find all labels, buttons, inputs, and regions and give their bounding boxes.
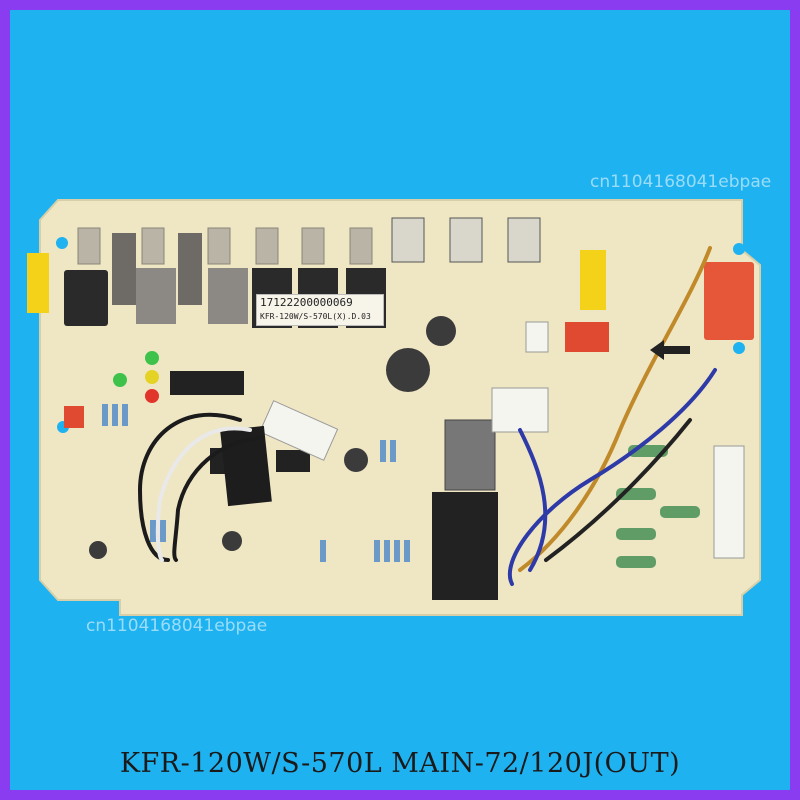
orange-capacitor	[704, 262, 754, 340]
watermark-top: cn1104168041ebpae	[590, 172, 772, 192]
electrolytic-capacitor	[344, 448, 368, 472]
yellow-connector	[580, 250, 606, 310]
yellow-connector	[27, 253, 49, 313]
heatsink	[444, 419, 496, 491]
ic-chip	[276, 450, 310, 472]
red-connector	[64, 406, 84, 428]
led-yellow	[145, 370, 159, 384]
electrolytic-capacitor	[89, 541, 107, 559]
electrolytic-capacitor	[386, 348, 430, 392]
wires	[137, 246, 717, 586]
watermark-bottom: cn1104168041ebpae	[86, 616, 268, 636]
electrolytic-capacitor	[222, 531, 242, 551]
mounting-hole	[733, 342, 745, 354]
red-connector	[565, 322, 609, 352]
black-connector	[220, 425, 272, 507]
terminal-blocks	[391, 217, 541, 263]
sticker-model: KFR-120W/S-570L(X).D.03	[260, 312, 371, 321]
white-connector	[713, 445, 745, 559]
relay	[136, 268, 176, 324]
ic-chip	[170, 371, 244, 395]
led-green	[145, 351, 159, 365]
relay	[208, 268, 248, 324]
resistors	[102, 404, 410, 562]
arrow-marking	[650, 340, 690, 360]
white-connector	[491, 387, 549, 433]
mounting-hole	[733, 243, 745, 255]
sticker-serial: 17122200000069	[260, 296, 353, 309]
transformer	[432, 492, 498, 600]
relay	[112, 233, 136, 305]
relay	[178, 233, 202, 305]
white-connector	[259, 400, 339, 461]
mounting-hole	[56, 237, 68, 249]
electrolytic-capacitor	[426, 316, 456, 346]
led-green	[113, 373, 127, 387]
white-connector	[525, 321, 549, 353]
spade-terminals	[77, 227, 373, 265]
relay	[64, 270, 108, 326]
board-sticker-label: 17122200000069 KFR-120W/S-570L(X).D.03	[256, 294, 384, 326]
model-caption: KFR-120W/S-570L MAIN-72/120J(OUT)	[119, 748, 681, 779]
led-red	[145, 389, 159, 403]
